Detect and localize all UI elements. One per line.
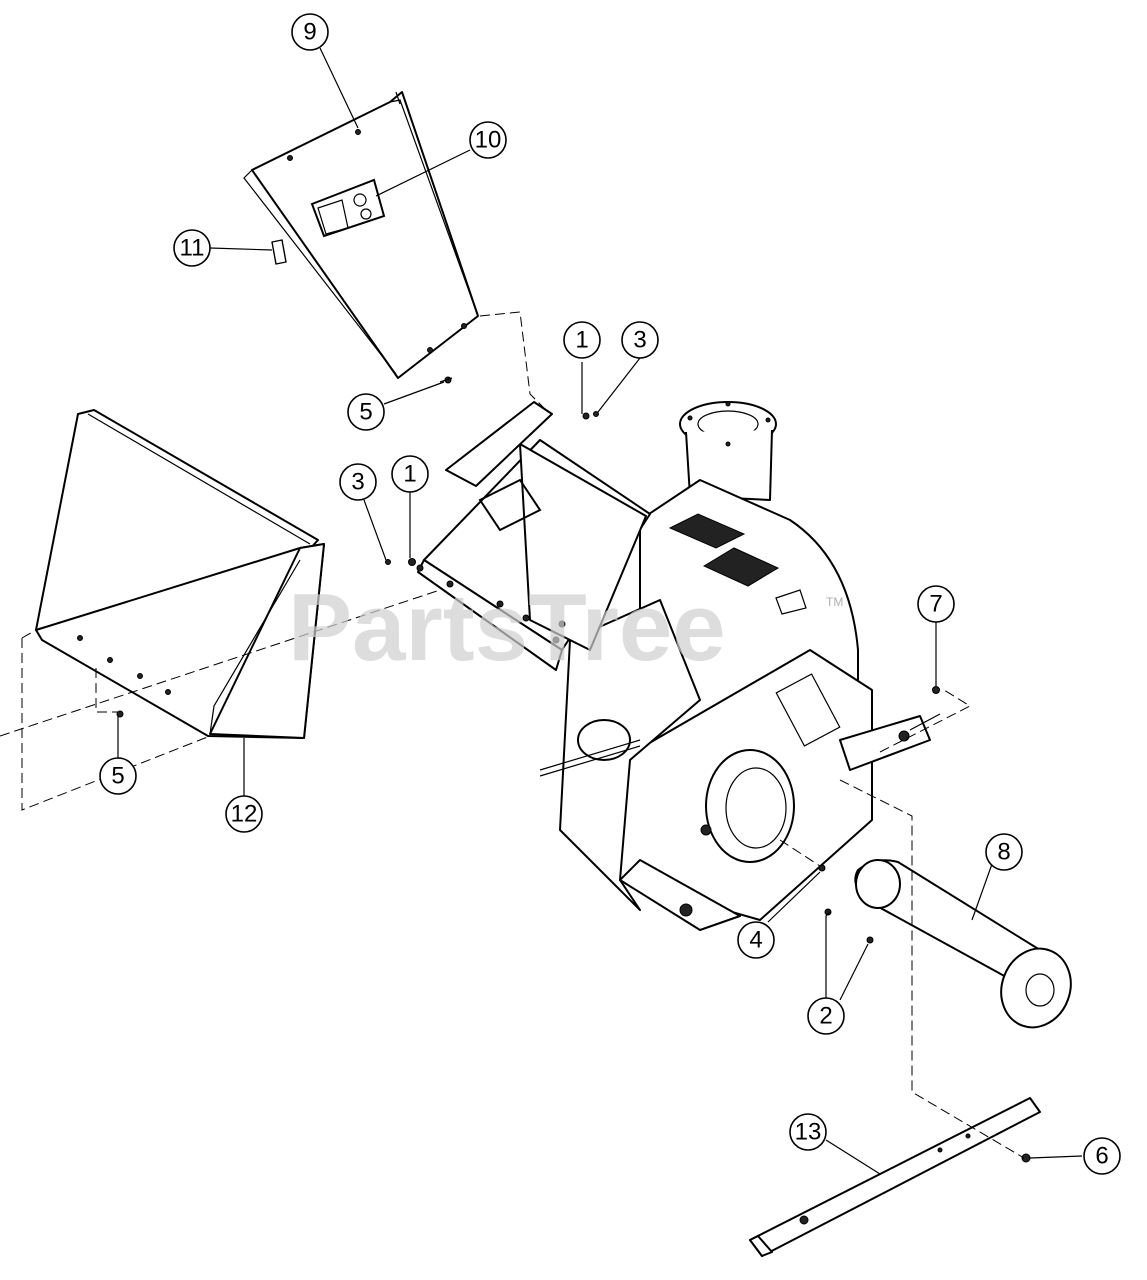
- svg-text:2: 2: [819, 1003, 832, 1030]
- callout-1-left: 1: [391, 455, 429, 493]
- watermark-text: PartsTree: [288, 574, 726, 681]
- roller-axle: [854, 859, 1072, 1029]
- svg-text:13: 13: [795, 1119, 822, 1146]
- callout-3-left: 3: [339, 463, 377, 501]
- callouts: 9 10 11 5 1 3 3 1 7 5 12: [99, 13, 1121, 1175]
- svg-text:4: 4: [749, 927, 762, 954]
- svg-text:7: 7: [929, 591, 942, 618]
- chipper-housing: [539, 401, 941, 931]
- callout-8: 8: [985, 833, 1023, 871]
- callout-6: 6: [1083, 1137, 1121, 1175]
- callout-7: 7: [917, 585, 955, 623]
- svg-text:11: 11: [180, 235, 205, 262]
- callout-10: 10: [469, 121, 507, 159]
- svg-text:3: 3: [633, 327, 646, 354]
- small-decal: [271, 239, 287, 265]
- watermark: PartsTree TM: [288, 574, 843, 681]
- callout-2: 2: [807, 997, 845, 1035]
- svg-text:10: 10: [475, 127, 502, 154]
- assembly-lines: [0, 311, 1025, 1159]
- hood-screw: [439, 376, 453, 384]
- callout-3-top: 3: [621, 321, 659, 359]
- svg-text:1: 1: [403, 461, 416, 488]
- leader-lines: [117, 47, 1083, 1175]
- svg-text:5: 5: [359, 399, 372, 426]
- callout-4: 4: [737, 921, 775, 959]
- hardware: [385, 411, 1031, 1163]
- upper-chute-hood: [243, 91, 479, 379]
- callout-11: 11: [173, 229, 211, 267]
- svg-text:12: 12: [231, 801, 258, 828]
- watermark-trademark: TM: [826, 595, 843, 609]
- svg-text:6: 6: [1095, 1143, 1108, 1170]
- svg-text:9: 9: [303, 19, 316, 46]
- svg-text:1: 1: [575, 327, 588, 354]
- bottom-brace-bar: [749, 1097, 1041, 1257]
- callout-5-hopper: 5: [99, 757, 137, 795]
- svg-text:8: 8: [997, 839, 1010, 866]
- side-hopper: [35, 409, 325, 739]
- callout-1-top: 1: [563, 321, 601, 359]
- feed-chute: [416, 401, 651, 671]
- svg-text:5: 5: [111, 763, 124, 790]
- svg-text:3: 3: [351, 469, 364, 496]
- callout-9: 9: [291, 13, 329, 51]
- callout-5-hood: 5: [347, 393, 385, 431]
- callout-13: 13: [789, 1113, 827, 1151]
- hood-warning-decal: [310, 178, 386, 238]
- callout-12: 12: [225, 795, 263, 833]
